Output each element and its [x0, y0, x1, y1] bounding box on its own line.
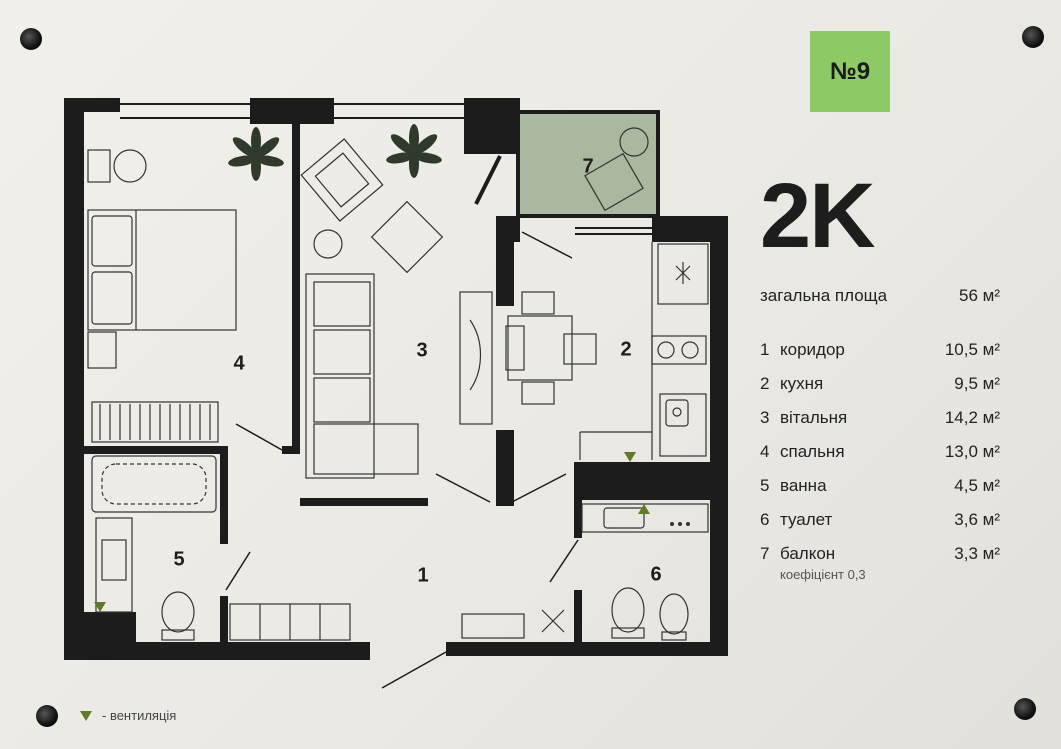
room-row-area: 10,5 м²	[944, 340, 1000, 359]
walls	[64, 98, 728, 660]
room-row-area: 9,5 м²	[954, 374, 1000, 393]
balcony-coefficient: коефіцієнт 0,3	[780, 567, 866, 582]
room-row-name: кухня	[780, 374, 824, 393]
room-area-list: 1 коридор 10,5 м² 2 кухня 9,5 м² 3 вітал…	[760, 340, 1000, 578]
legend-text: - вентиляція	[102, 708, 177, 723]
room-number-7: 7	[582, 155, 594, 178]
room-row-number: 6	[760, 510, 770, 529]
screw-top-left	[20, 28, 42, 50]
vent-markers	[94, 452, 650, 612]
room-row-area: 3,6 м²	[954, 510, 1000, 529]
room-number-4: 4	[233, 352, 245, 375]
room-row-5: 5 ванна 4,5 м²	[760, 476, 1000, 510]
legend: - вентиляція	[80, 708, 176, 723]
apartment-number-badge: №9	[810, 31, 890, 112]
doors	[225, 155, 579, 689]
room-row-name: вітальня	[780, 408, 848, 427]
room-row-6: 6 туалет 3,6 м²	[760, 510, 1000, 544]
screw-top-right	[1022, 26, 1044, 48]
windows	[120, 103, 652, 235]
room-row-number: 1	[760, 340, 770, 359]
room-number-1: 1	[417, 564, 429, 587]
room-row-name: ванна	[780, 476, 827, 495]
room-number-3: 3	[416, 339, 428, 362]
vent-triangle-icon	[80, 710, 92, 721]
screw-bottom-left	[36, 705, 58, 727]
room-row-number: 7	[760, 544, 770, 563]
room-row-7: 7 балкон 3,3 м²	[760, 544, 1000, 578]
total-area-value: 56 м²	[959, 286, 1000, 305]
bath-fixtures	[91, 455, 351, 641]
balcony-outline	[516, 110, 660, 218]
balcony-area	[518, 112, 658, 216]
room-number-2: 2	[620, 338, 632, 361]
wc-fixtures	[461, 503, 709, 641]
room-row-area: 13,0 м²	[944, 442, 1000, 461]
room-row-area: 3,3 м²	[954, 544, 1000, 563]
room-row-name: спальня	[780, 442, 845, 461]
plants	[228, 124, 442, 181]
room-row-name: туалет	[780, 510, 833, 529]
room-row-number: 4	[760, 442, 770, 461]
screw-bottom-right	[1014, 698, 1036, 720]
room-row-number: 5	[760, 476, 770, 495]
room-row-number: 2	[760, 374, 770, 393]
room-number-5: 5	[173, 548, 185, 571]
apartment-type-title: 2K	[760, 165, 876, 267]
room-row-2: 2 кухня 9,5 м²	[760, 374, 1000, 408]
room-row-4: 4 спальня 13,0 м²	[760, 442, 1000, 476]
balcony-furniture	[584, 127, 649, 212]
total-area-label: загальна площа	[760, 286, 888, 305]
room-row-area: 4,5 м²	[954, 476, 1000, 495]
room-number-6: 6	[650, 563, 662, 586]
bedroom-furniture	[87, 149, 237, 443]
living-furniture	[300, 138, 493, 479]
wc-dots	[670, 522, 690, 526]
room-row-1: 1 коридор 10,5 м²	[760, 340, 1000, 374]
room-row-name: балкон	[780, 544, 836, 563]
room-row-name: коридор	[780, 340, 845, 359]
kitchen-furniture	[505, 242, 709, 460]
total-area-row: загальна площа 56 м²	[760, 286, 1000, 306]
room-row-3: 3 вітальня 14,2 м²	[760, 408, 1000, 442]
room-row-area: 14,2 м²	[944, 408, 1000, 427]
room-row-number: 3	[760, 408, 770, 427]
